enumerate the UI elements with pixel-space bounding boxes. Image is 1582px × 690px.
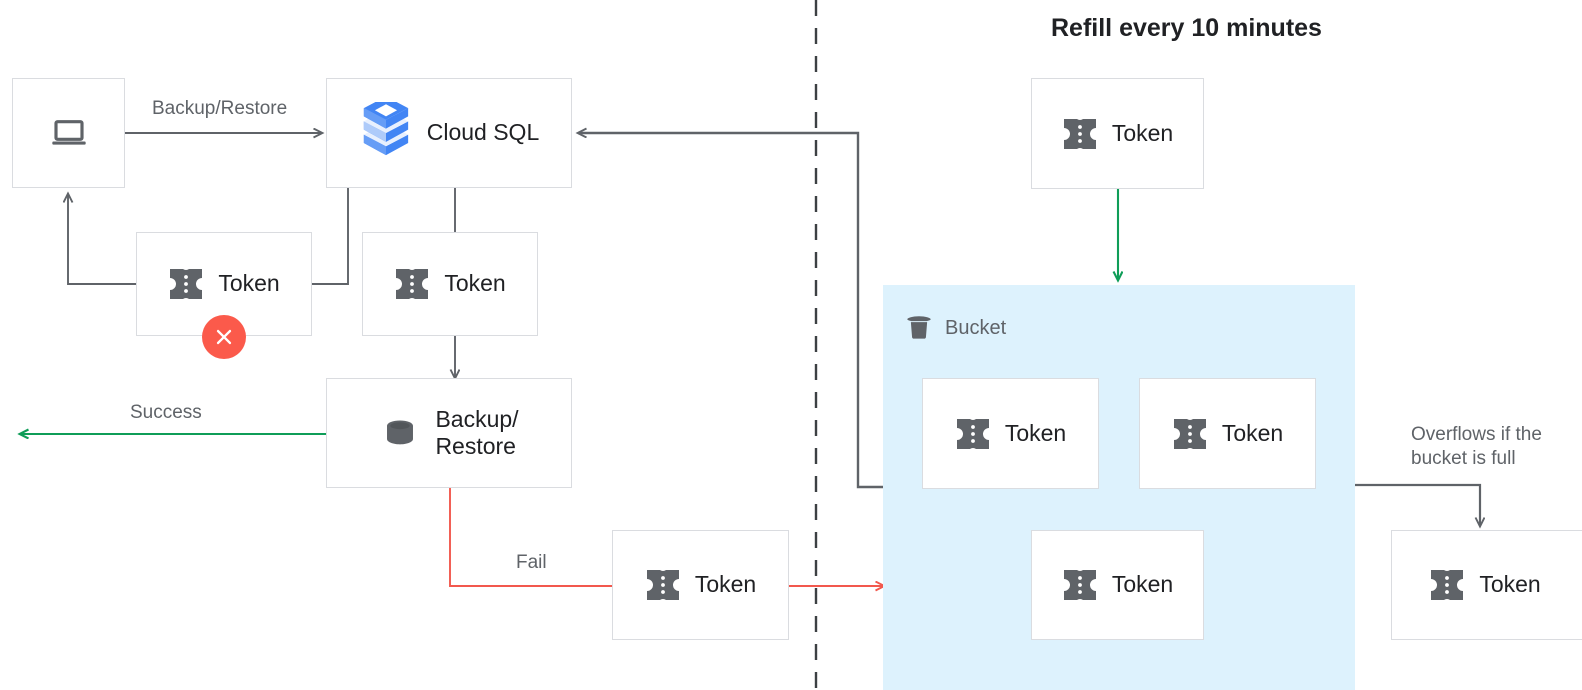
error-x-icon <box>202 315 246 359</box>
node-token-consumed[interactable]: Token <box>362 232 538 336</box>
laptop-icon <box>51 120 86 145</box>
token-icon <box>170 269 203 299</box>
node-bucket-token-2[interactable]: Token <box>1139 378 1316 489</box>
token-icon <box>1173 418 1206 449</box>
node-cloud-sql[interactable]: Cloud SQL <box>326 78 572 188</box>
node-client[interactable] <box>12 78 125 188</box>
node-token-consumed-label: Token <box>444 270 506 297</box>
bucket-header: Bucket <box>903 312 1006 344</box>
edge-label-fail: Fail <box>516 552 547 573</box>
node-token-failed-label: Token <box>218 270 280 297</box>
edge-overflow <box>1355 483 1480 526</box>
token-icon <box>1063 118 1096 149</box>
bucket-label: Bucket <box>945 316 1007 339</box>
edge-cloudsql-to-failed-token <box>312 188 349 285</box>
node-cloud-sql-label: Cloud SQL <box>426 119 540 146</box>
node-bucket-token-3[interactable]: Token <box>1031 530 1204 640</box>
node-backup-restore-label: Backup/ Restore <box>435 405 519 459</box>
token-icon <box>396 269 429 299</box>
node-bucket-token-1[interactable]: Token <box>922 378 1099 489</box>
node-bucket-token-2-label: Token <box>1221 419 1284 446</box>
bucket-icon <box>907 316 931 339</box>
node-token-fail-path[interactable]: Token <box>612 530 789 640</box>
node-bucket-token-3-label: Token <box>1111 571 1174 598</box>
token-icon <box>646 570 679 600</box>
cloud-sql-icon <box>363 102 408 156</box>
node-token-overflow[interactable]: Token <box>1391 530 1582 640</box>
node-token-refill[interactable]: Token <box>1031 78 1204 189</box>
node-token-refill-label: Token <box>1111 119 1174 146</box>
node-backup-restore[interactable]: Backup/ Restore <box>326 378 572 488</box>
edge-label-backup-restore: Backup/Restore <box>152 98 288 119</box>
token-icon <box>956 418 989 449</box>
token-icon <box>1063 570 1096 600</box>
token-icon <box>1431 570 1464 600</box>
edge-bucket-to-cloudsql <box>578 133 883 489</box>
node-token-overflow-label: Token <box>1479 571 1541 598</box>
node-token-fail-path-label: Token <box>694 571 757 598</box>
edge-failed-token-to-client <box>68 194 136 285</box>
edge-label-success: Success <box>130 402 202 423</box>
edge-label-overflow: Overflows if the bucket is full <box>1411 424 1542 470</box>
page-title: Refill every 10 minutes <box>1051 14 1322 42</box>
database-icon <box>387 420 414 445</box>
node-bucket-token-1-label: Token <box>1004 419 1067 446</box>
close-icon <box>216 329 232 345</box>
